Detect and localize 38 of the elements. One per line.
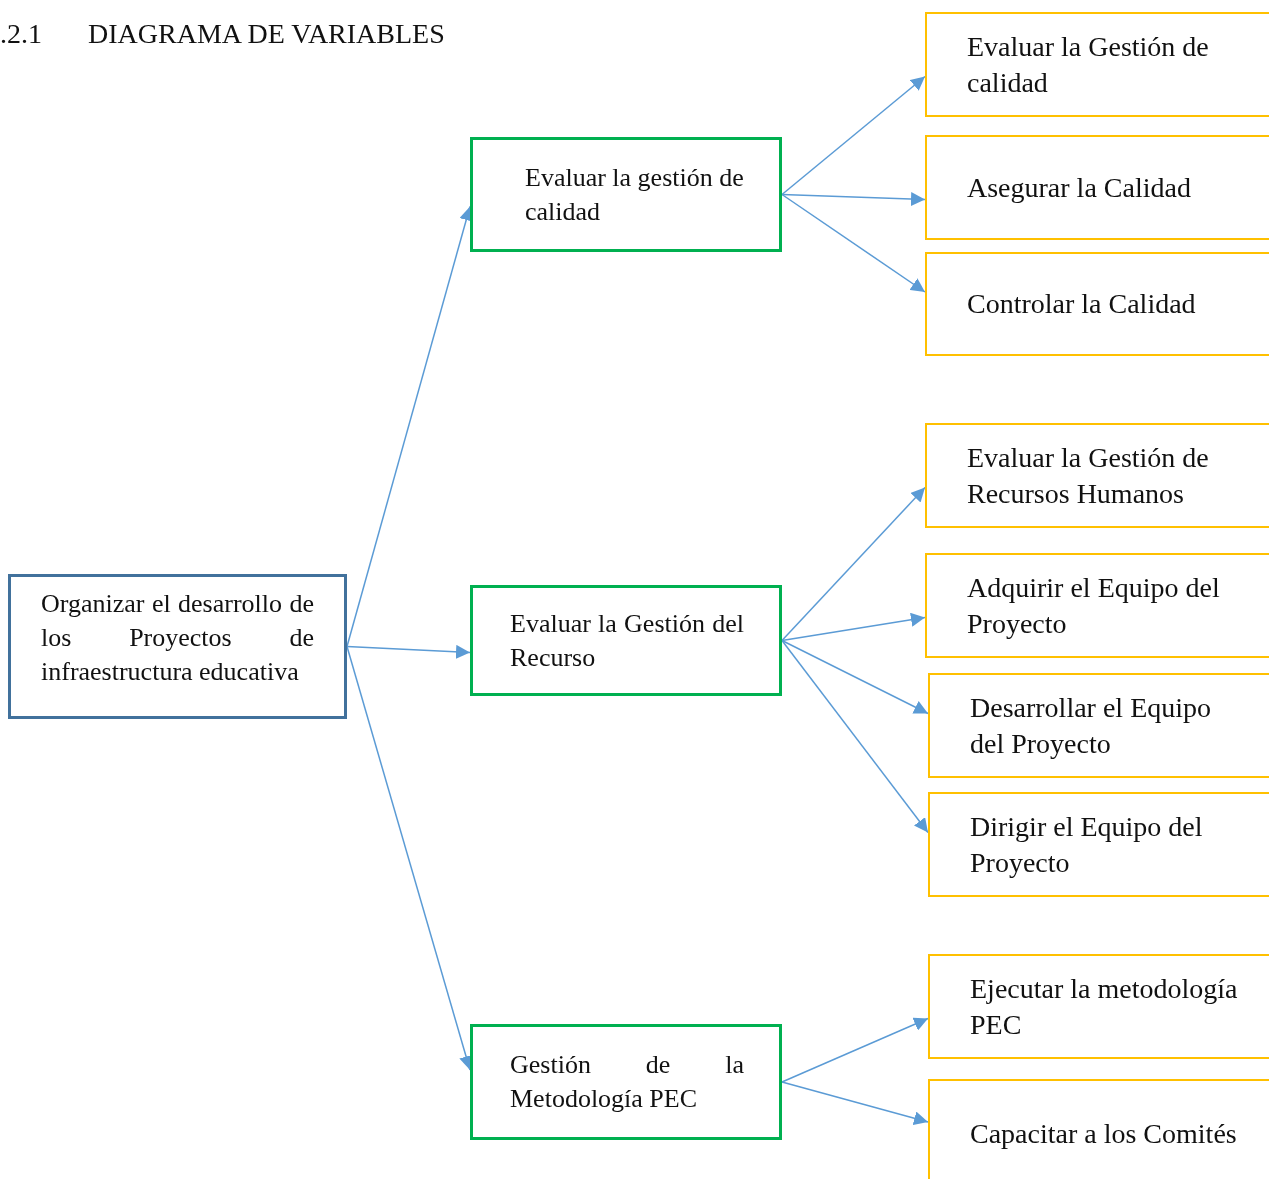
box-text: Evaluar la Gestión de Recursos Humanos bbox=[967, 440, 1210, 511]
arrow bbox=[781, 639, 929, 715]
box-text: Ejecutar la metodología PEC bbox=[970, 971, 1239, 1042]
variable-box bbox=[925, 252, 1269, 356]
arrow bbox=[781, 1017, 929, 1083]
section-number: .2.1 bbox=[0, 18, 42, 50]
arrow bbox=[346, 644, 471, 659]
variable-box bbox=[925, 423, 1269, 528]
variable-box bbox=[928, 792, 1269, 897]
box-text: Desarrollar el Equipo del Proyecto bbox=[970, 690, 1213, 761]
box-text: Asegurar la Calidad bbox=[967, 170, 1192, 205]
variable-box bbox=[925, 135, 1269, 240]
arrow bbox=[781, 639, 929, 834]
variable-box bbox=[8, 574, 347, 719]
box-text: Dirigir el Equipo del Proyecto bbox=[970, 809, 1204, 880]
box-text: Evaluar la gestión de calidad bbox=[525, 161, 744, 228]
box-text: Evaluar la Gestión de calidad bbox=[967, 29, 1210, 100]
variable-box bbox=[928, 673, 1269, 778]
box-text: Organizar el desarrollo de los Proyectos de infraestructura educativa bbox=[41, 588, 314, 688]
arrow bbox=[781, 612, 926, 642]
variable-box bbox=[925, 553, 1269, 658]
box-text: Controlar la Calidad bbox=[967, 287, 1197, 321]
arrow bbox=[781, 486, 926, 642]
variable-box bbox=[470, 1024, 782, 1140]
box-text: Adquirir el Equipo del Proyecto bbox=[967, 570, 1221, 641]
box-text: Capacitar a los Comités bbox=[970, 1117, 1238, 1151]
box-text: Evaluar la Gestión del Recurso bbox=[510, 607, 744, 674]
variable-box bbox=[925, 12, 1269, 117]
variable-box bbox=[470, 585, 782, 696]
variable-box bbox=[470, 137, 782, 252]
arrow bbox=[781, 1081, 929, 1126]
arrow bbox=[781, 193, 926, 293]
variable-box bbox=[928, 1079, 1269, 1179]
variable-box bbox=[928, 954, 1269, 1059]
arrow bbox=[781, 75, 926, 196]
arrow bbox=[781, 192, 926, 206]
box-text: Gestión de la Metodología PEC bbox=[510, 1049, 744, 1115]
title: DIAGRAMA DE VARIABLES bbox=[88, 18, 445, 50]
